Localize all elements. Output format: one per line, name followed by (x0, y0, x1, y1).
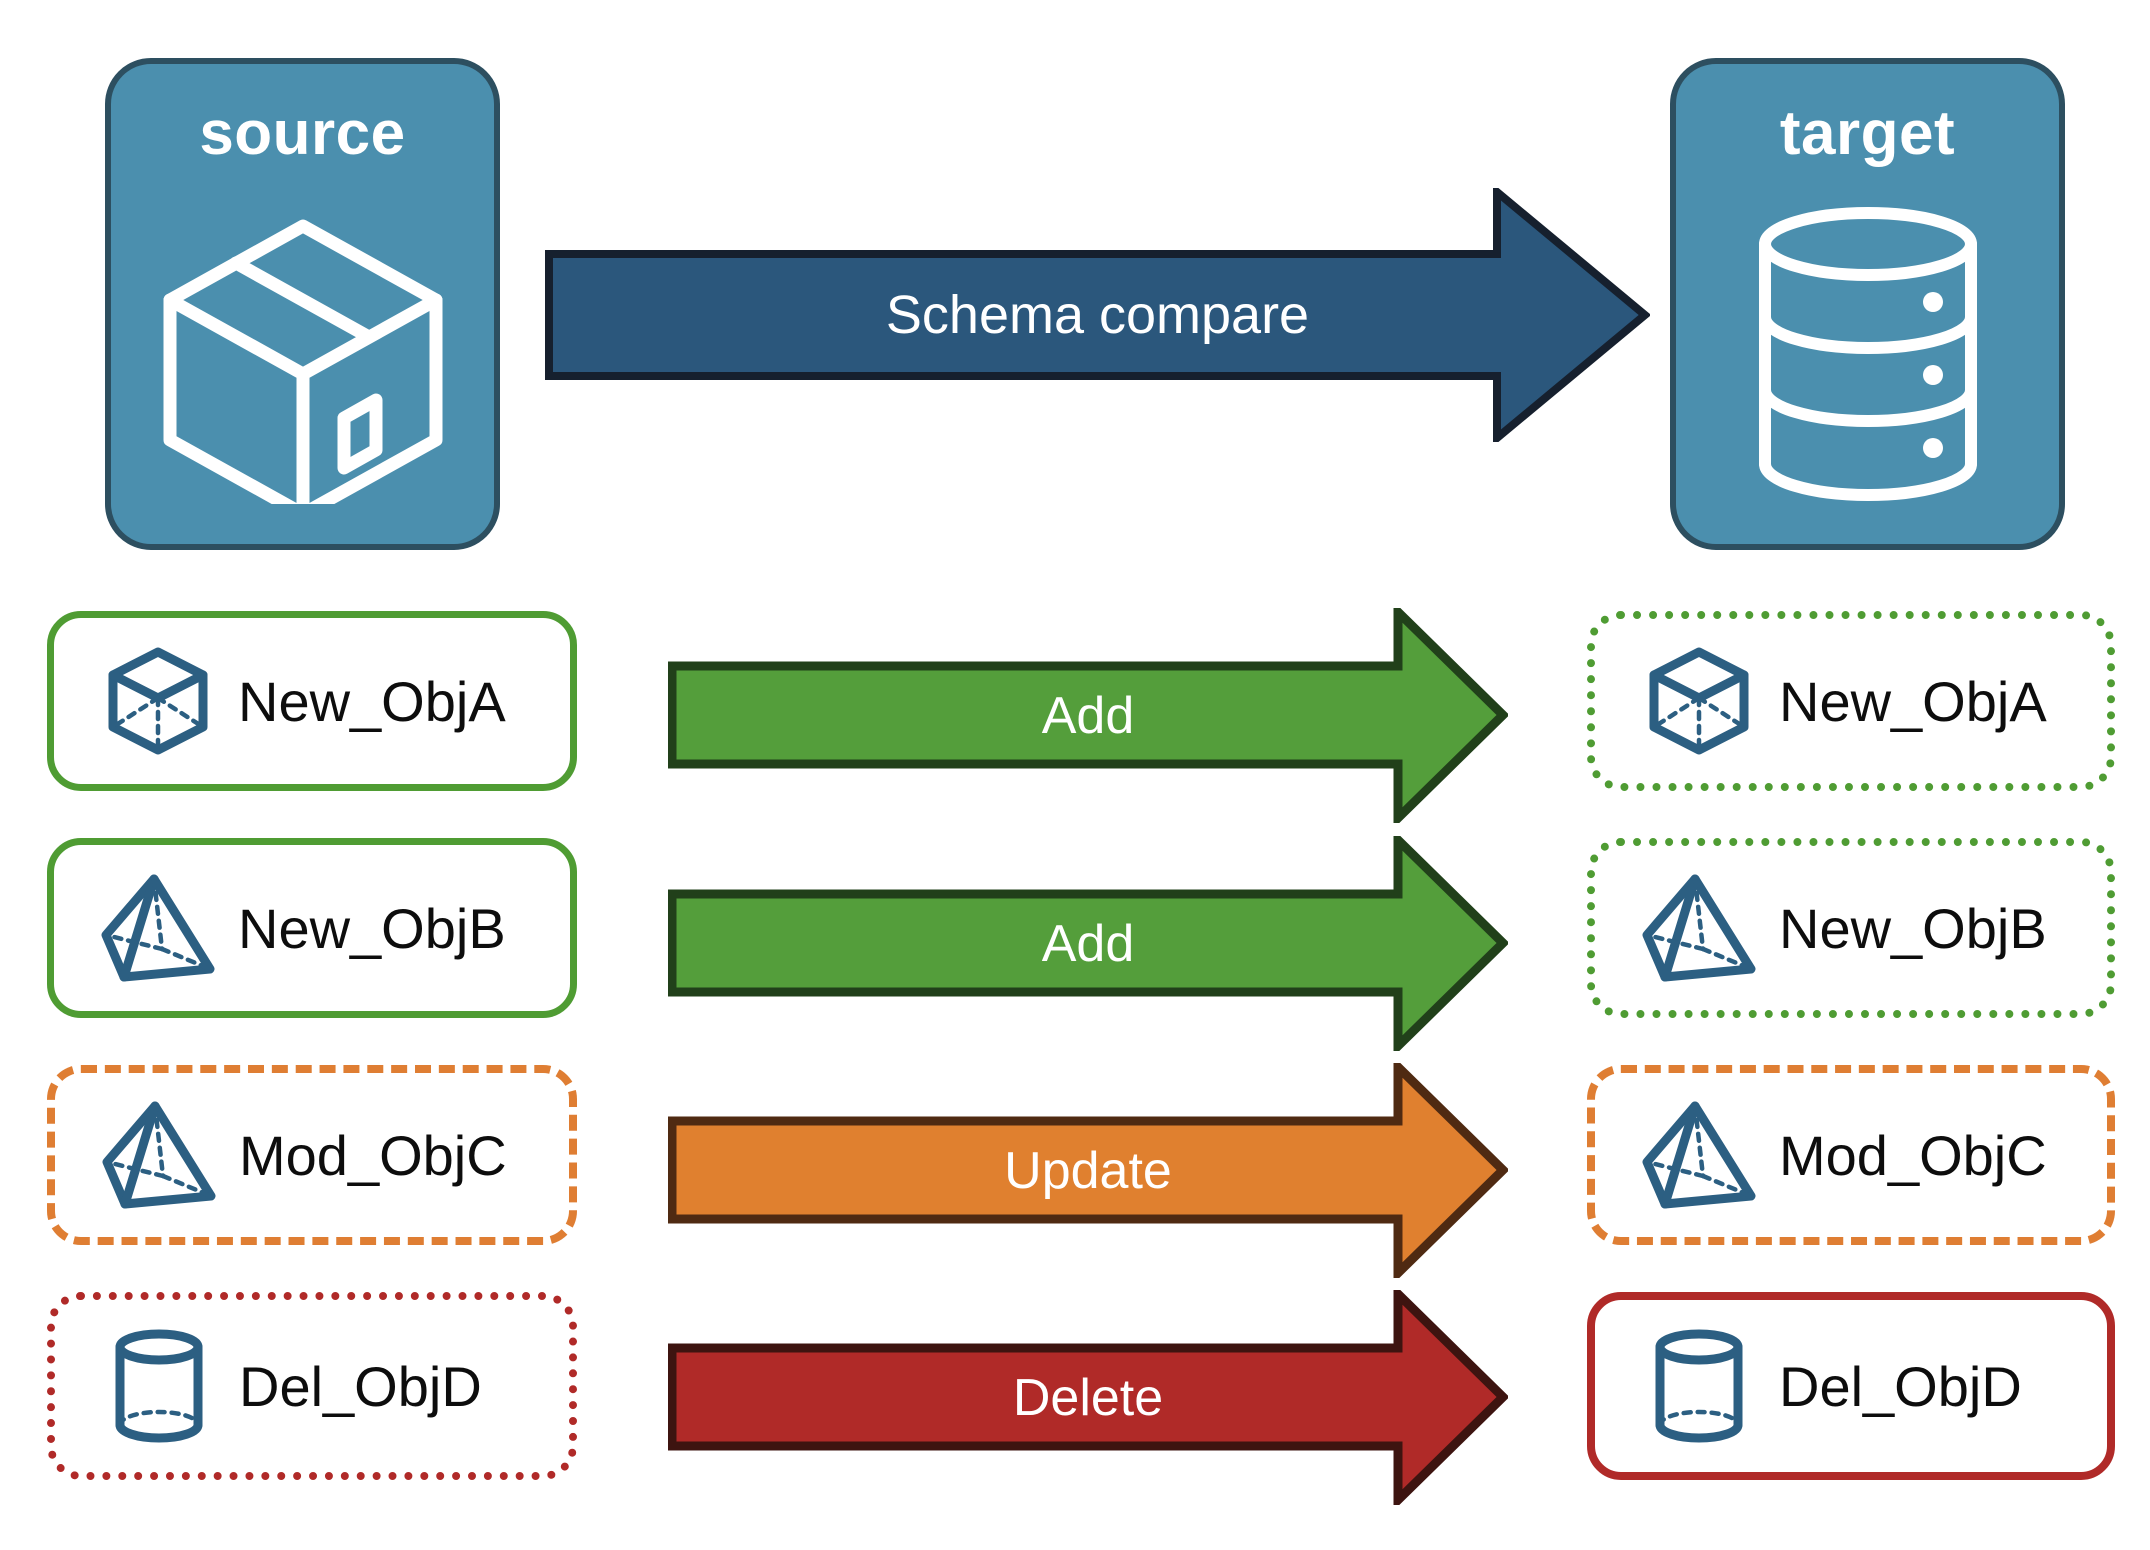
source-object-label-4: Del_ObjD (239, 1354, 482, 1418)
target-object-label-2: New_ObjB (1779, 896, 2047, 960)
source-container[interactable]: source (105, 58, 500, 550)
source-object-label-3: Mod_ObjC (239, 1123, 507, 1187)
source-object-row-4[interactable]: Del_ObjD (47, 1292, 577, 1480)
schema-compare-arrow[interactable]: Schema compare (545, 188, 1650, 442)
source-object-row-3[interactable]: Mod_ObjC (47, 1065, 577, 1245)
wireframe-pyramid-icon (1633, 1096, 1765, 1214)
wireframe-cylinder-icon (93, 1325, 225, 1447)
action-arrow-row-3[interactable]: Update (668, 1063, 1508, 1278)
source-object-label-1: New_ObjA (238, 669, 506, 733)
target-object-row-1[interactable]: New_ObjA (1587, 611, 2115, 791)
source-title: source (199, 99, 406, 168)
action-arrow-row-4[interactable]: Delete (668, 1290, 1508, 1505)
wireframe-pyramid-icon (93, 1096, 225, 1214)
target-object-label-3: Mod_ObjC (1779, 1123, 2047, 1187)
source-object-row-2[interactable]: New_ObjB (47, 838, 577, 1018)
target-object-row-4[interactable]: Del_ObjD (1587, 1292, 2115, 1480)
wireframe-cube-icon (1633, 642, 1765, 760)
target-container[interactable]: target (1670, 58, 2065, 550)
wireframe-pyramid-icon (1633, 869, 1765, 987)
target-object-label-1: New_ObjA (1779, 669, 2047, 733)
source-object-label-2: New_ObjB (238, 896, 506, 960)
target-object-row-3[interactable]: Mod_ObjC (1587, 1065, 2115, 1245)
target-object-row-2[interactable]: New_ObjB (1587, 838, 2115, 1018)
source-object-row-1[interactable]: New_ObjA (47, 611, 577, 791)
wireframe-cylinder-icon (1633, 1325, 1765, 1447)
target-object-label-4: Del_ObjD (1779, 1354, 2022, 1418)
action-arrow-row-1[interactable]: Add (668, 608, 1508, 823)
wireframe-cube-icon (92, 642, 224, 760)
package-box-icon (111, 204, 494, 504)
database-cylinder-icon (1676, 204, 2059, 504)
wireframe-pyramid-icon (92, 869, 224, 987)
target-title: target (1779, 99, 1956, 168)
action-arrow-row-2[interactable]: Add (668, 836, 1508, 1051)
